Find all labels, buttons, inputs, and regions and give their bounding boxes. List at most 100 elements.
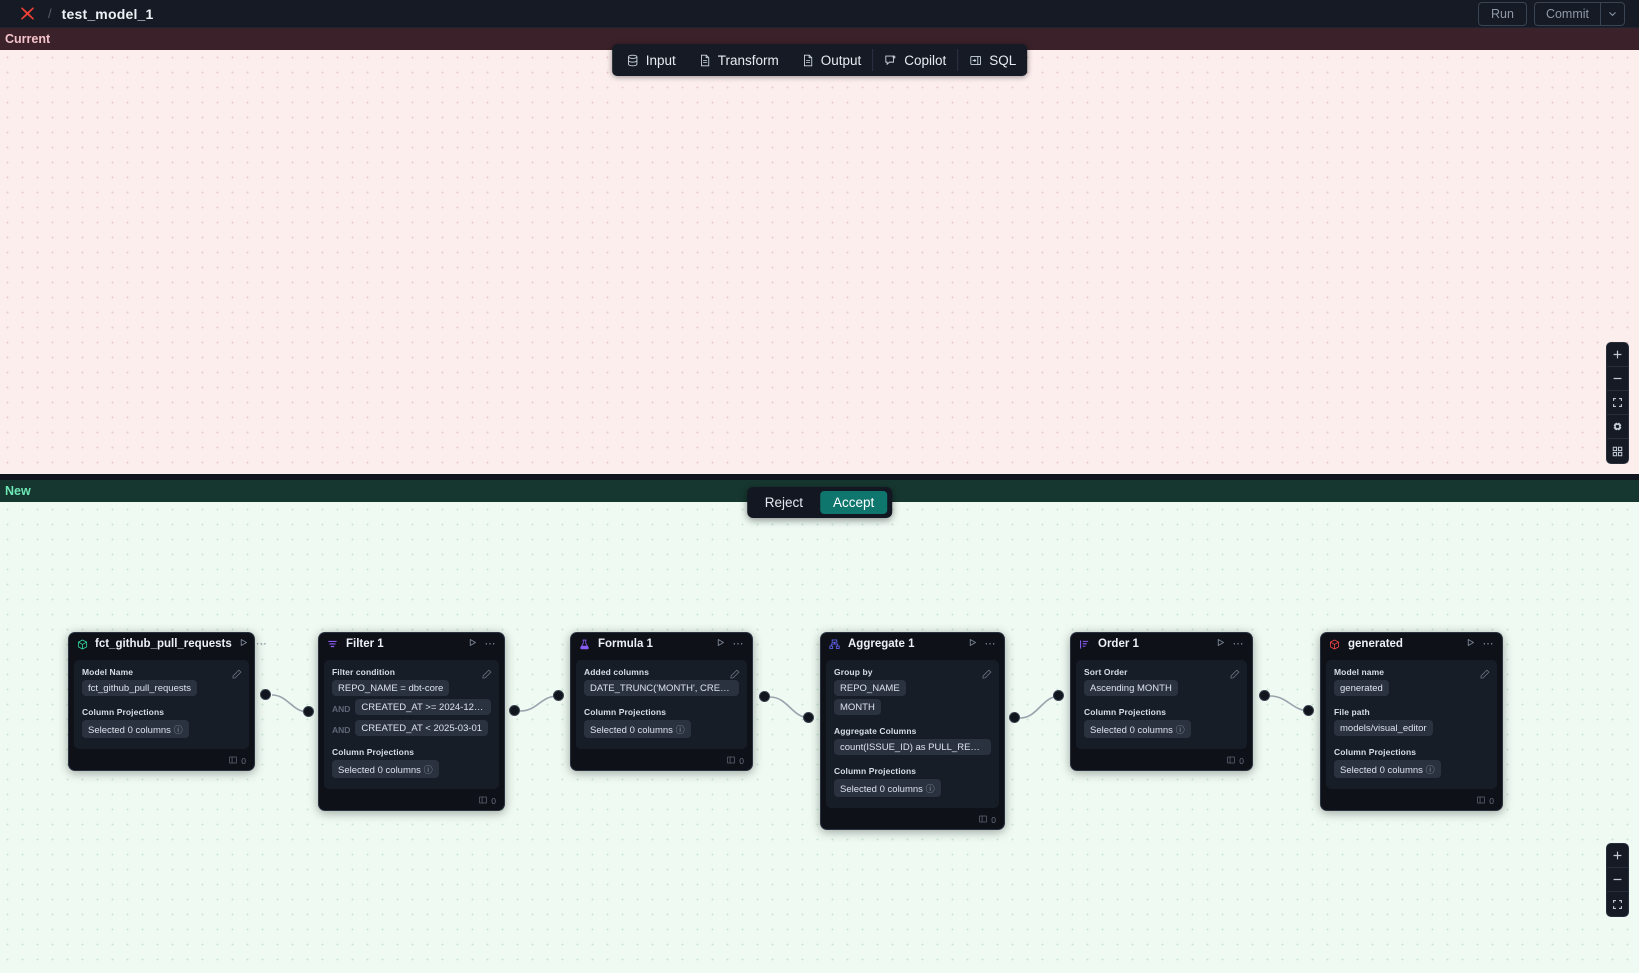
info-icon[interactable]: ⓘ (424, 765, 433, 775)
node-card-generated[interactable]: generated ⋯ Model namegeneratedFile path… (1320, 632, 1503, 811)
node-chip-row: DATE_TRUNC('MONTH', CREATED_AT... (584, 680, 739, 699)
info-icon[interactable]: ⓘ (926, 784, 935, 794)
node-chip-row: AND CREATED_AT < 2025-03-01 (332, 720, 491, 739)
page-title: test_model_1 (62, 6, 154, 22)
edge-handle[interactable] (303, 706, 314, 717)
node-header[interactable]: generated ⋯ (1321, 633, 1502, 655)
node-chip[interactable]: Ascending MONTH (1084, 680, 1178, 696)
zoom-out-icon[interactable] (1607, 367, 1628, 391)
copilot-sparkle-icon (884, 53, 898, 67)
ellipsis-icon[interactable]: ⋯ (485, 639, 497, 650)
lock-target-icon[interactable] (1607, 415, 1628, 439)
toolbar-item-output[interactable]: Output (790, 44, 873, 76)
grid-icon[interactable] (1607, 439, 1628, 463)
play-icon[interactable] (716, 638, 725, 650)
run-button[interactable]: Run (1478, 2, 1527, 26)
ellipsis-icon[interactable]: ⋯ (733, 639, 745, 650)
fit-screen-icon[interactable] (1607, 391, 1628, 415)
info-icon[interactable]: ⓘ (676, 725, 685, 735)
node-chip[interactable]: Selected 0 columns ⓘ (1334, 760, 1441, 778)
pencil-icon[interactable] (482, 666, 492, 676)
zoom-out-icon[interactable] (1607, 868, 1628, 892)
document-icon (801, 53, 815, 67)
node-card-source[interactable]: fct_github_pull_requests ⋯ Model Namefct… (68, 632, 255, 771)
chevron-down-icon[interactable] (1600, 2, 1625, 26)
info-icon[interactable]: ⓘ (1426, 765, 1435, 775)
sort-icon (1079, 638, 1091, 650)
node-chip[interactable]: CREATED_AT >= 2024-12-01 (355, 699, 491, 715)
node-chip[interactable]: MONTH (834, 699, 881, 715)
edge-handle[interactable] (803, 712, 814, 723)
play-icon[interactable] (1466, 638, 1475, 650)
ellipsis-icon[interactable]: ⋯ (1233, 639, 1245, 650)
edge-handle[interactable] (1009, 712, 1020, 723)
commit-button-group[interactable]: Commit (1534, 2, 1625, 26)
node-card-filter[interactable]: Filter 1 ⋯ Filter conditionREPO_NAME = d… (318, 632, 505, 811)
node-chip[interactable]: count(ISSUE_ID) as PULL_REQUEST_... (834, 739, 991, 755)
node-body: Sort OrderAscending MONTHColumn Projecti… (1076, 660, 1247, 749)
pencil-icon[interactable] (730, 666, 740, 676)
pencil-icon[interactable] (232, 666, 242, 676)
node-title: Aggregate 1 (848, 638, 914, 650)
reject-button[interactable]: Reject (752, 491, 816, 514)
accept-button[interactable]: Accept (820, 491, 887, 514)
edge-handle[interactable] (509, 705, 520, 716)
node-header[interactable]: fct_github_pull_requests ⋯ (69, 633, 254, 655)
node-header[interactable]: Aggregate 1 ⋯ (821, 633, 1004, 655)
play-icon[interactable] (968, 638, 977, 650)
node-chip[interactable]: Selected 0 columns ⓘ (1084, 720, 1191, 738)
node-chip[interactable]: REPO_NAME = dbt-core (332, 680, 449, 696)
edge-handle[interactable] (1259, 690, 1270, 701)
toolbar-item-transform[interactable]: Transform (687, 44, 790, 76)
node-chip[interactable]: Selected 0 columns ⓘ (332, 760, 439, 778)
node-header[interactable]: Filter 1 ⋯ (319, 633, 504, 655)
toolbar-item-sql[interactable]: SQL (958, 44, 1027, 76)
edge-handle[interactable] (553, 690, 564, 701)
node-section-label: Column Projections (82, 707, 241, 717)
canvas-current[interactable] (0, 50, 1639, 474)
toolbar-item-label: Transform (718, 53, 779, 68)
zoom-in-icon[interactable] (1607, 844, 1628, 868)
fit-screen-icon[interactable] (1607, 892, 1628, 916)
node-chip[interactable]: DATE_TRUNC('MONTH', CREATED_AT... (584, 680, 739, 696)
ellipsis-icon[interactable]: ⋯ (256, 639, 268, 650)
info-icon[interactable]: ⓘ (1176, 725, 1185, 735)
node-chip[interactable]: fct_github_pull_requests (82, 680, 197, 696)
play-icon[interactable] (468, 638, 477, 650)
commit-button[interactable]: Commit (1534, 2, 1600, 26)
play-icon[interactable] (1216, 638, 1225, 650)
node-header[interactable]: Order 1 ⋯ (1071, 633, 1252, 655)
info-icon[interactable]: ⓘ (174, 725, 183, 735)
toolbar-item-input[interactable]: Input (612, 44, 687, 76)
pencil-icon[interactable] (1230, 666, 1240, 676)
pencil-icon[interactable] (982, 666, 992, 676)
node-card-aggregate[interactable]: Aggregate 1 ⋯ Group byREPO_NAMEMONTHAggr… (820, 632, 1005, 830)
edge-handle[interactable] (1053, 690, 1064, 701)
node-footer-count: 0 (739, 756, 744, 766)
edge-handle[interactable] (759, 691, 770, 702)
toolbar-item-copilot[interactable]: Copilot (873, 44, 957, 76)
zoom-in-icon[interactable] (1607, 343, 1628, 367)
node-chip[interactable]: Selected 0 columns ⓘ (82, 720, 189, 738)
node-chip[interactable]: generated (1334, 680, 1389, 696)
pencil-icon[interactable] (1480, 666, 1490, 676)
edge-handle[interactable] (260, 689, 271, 700)
ellipsis-icon[interactable]: ⋯ (1483, 639, 1495, 650)
node-header-actions: ⋯ (968, 638, 997, 650)
play-icon[interactable] (239, 638, 248, 650)
logo-x-icon[interactable] (16, 3, 38, 25)
ellipsis-icon[interactable]: ⋯ (985, 639, 997, 650)
node-chip-row: Selected 0 columns ⓘ (332, 760, 491, 781)
node-chip[interactable]: Selected 0 columns ⓘ (834, 779, 941, 797)
node-chip[interactable]: models/visual_editor (1334, 720, 1433, 736)
edge-handle[interactable] (1303, 705, 1314, 716)
node-card-formula[interactable]: Formula 1 ⋯ Added columnsDATE_TRUNC('MON… (570, 632, 753, 771)
node-chip[interactable]: REPO_NAME (834, 680, 906, 696)
node-chip[interactable]: CREATED_AT < 2025-03-01 (355, 720, 488, 736)
node-card-order[interactable]: Order 1 ⋯ Sort OrderAscending MONTHColum… (1070, 632, 1253, 771)
node-chip[interactable]: Selected 0 columns ⓘ (584, 720, 691, 738)
app-topbar: / test_model_1 Run Commit (0, 0, 1639, 28)
chip-conjunction: AND (332, 725, 350, 735)
node-header[interactable]: Formula 1 ⋯ (571, 633, 752, 655)
node-chip-text: Selected 0 columns (338, 765, 421, 776)
